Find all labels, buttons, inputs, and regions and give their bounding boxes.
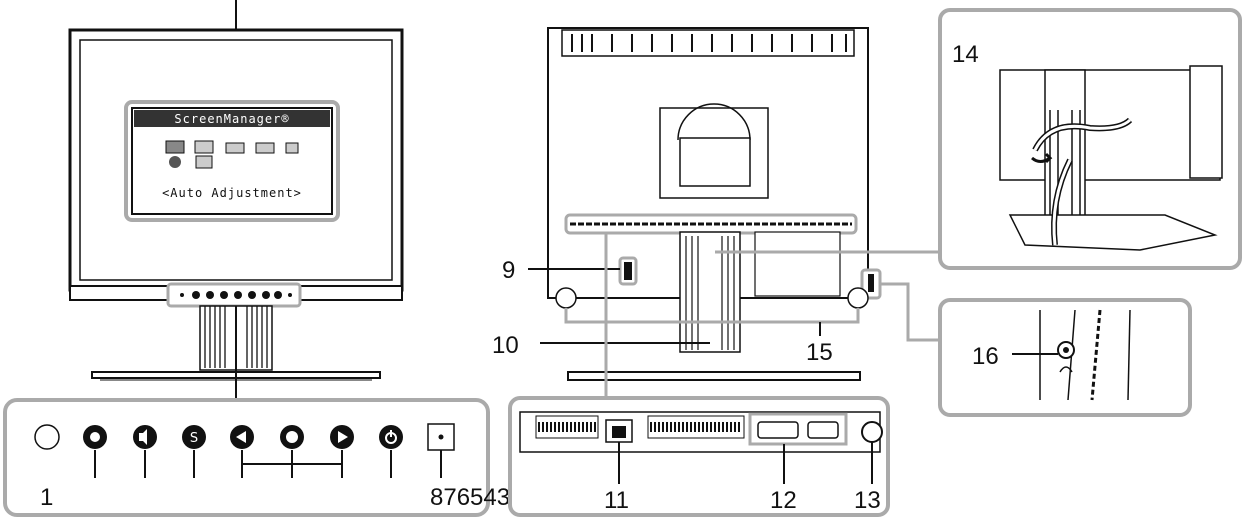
button-leader-lines bbox=[94, 450, 442, 478]
front-buttons bbox=[180, 291, 292, 299]
dvi-connector-icon bbox=[757, 421, 799, 439]
dsub-connector-icon bbox=[807, 421, 839, 439]
label-8765432: 8765432 bbox=[430, 484, 523, 511]
leader-16 bbox=[880, 282, 940, 342]
label-9: 9 bbox=[502, 257, 515, 284]
arrow-icon bbox=[1031, 152, 1053, 164]
power-icon bbox=[379, 425, 403, 449]
label-14: 14 bbox=[952, 41, 979, 68]
back-vent bbox=[561, 29, 855, 57]
input-icon: S bbox=[182, 425, 206, 449]
connector-callout-box: 11 12 13 bbox=[508, 396, 890, 517]
label-12: 12 bbox=[770, 487, 797, 514]
headphone-callout: 16 bbox=[938, 298, 1192, 417]
label-11: 11 bbox=[604, 487, 629, 514]
stand-handle-icon bbox=[861, 421, 883, 443]
back-label-plate bbox=[754, 231, 841, 297]
osd-title: ScreenManager® bbox=[174, 112, 289, 126]
sensor-icon bbox=[34, 424, 60, 450]
power-led-icon bbox=[427, 423, 455, 451]
osd-title-bar bbox=[134, 110, 330, 127]
right-arrow-icon bbox=[330, 425, 354, 449]
sound-icon bbox=[225, 142, 245, 154]
back-monitor: 9 10 15 bbox=[492, 27, 940, 398]
left-handle bbox=[555, 287, 577, 309]
enter-icon bbox=[280, 425, 304, 449]
others-icon bbox=[285, 142, 299, 154]
back-stand bbox=[679, 231, 741, 353]
button-callout-box: S 1 8765432 bbox=[3, 398, 523, 517]
color-icon bbox=[194, 140, 214, 154]
osd-subtitle: <Auto Adjustment> bbox=[162, 186, 302, 200]
information-icon bbox=[169, 156, 181, 168]
mode-icon bbox=[83, 425, 107, 449]
label-1: 1 bbox=[40, 484, 53, 511]
leader-15-bracket bbox=[564, 308, 860, 324]
screen-icon bbox=[165, 140, 185, 154]
base-closeup bbox=[1008, 214, 1218, 251]
language-icon bbox=[195, 155, 213, 169]
osd-icon-row bbox=[165, 140, 299, 169]
cable-holder-callout: 14 bbox=[938, 8, 1242, 270]
power-save-icon bbox=[255, 142, 275, 154]
right-handle bbox=[847, 287, 869, 309]
headphone-symbol-icon bbox=[1059, 366, 1073, 373]
label-15: 15 bbox=[806, 339, 833, 366]
left-arrow-icon bbox=[230, 425, 254, 449]
label-10: 10 bbox=[492, 332, 519, 359]
vent-slots bbox=[571, 34, 847, 52]
front-monitor: ScreenManager® <Auto Adjustment> bbox=[68, 0, 404, 400]
label-13: 13 bbox=[854, 487, 881, 514]
svg-text:S: S bbox=[190, 431, 198, 446]
volume-icon bbox=[133, 425, 157, 449]
label-16: 16 bbox=[972, 343, 999, 370]
